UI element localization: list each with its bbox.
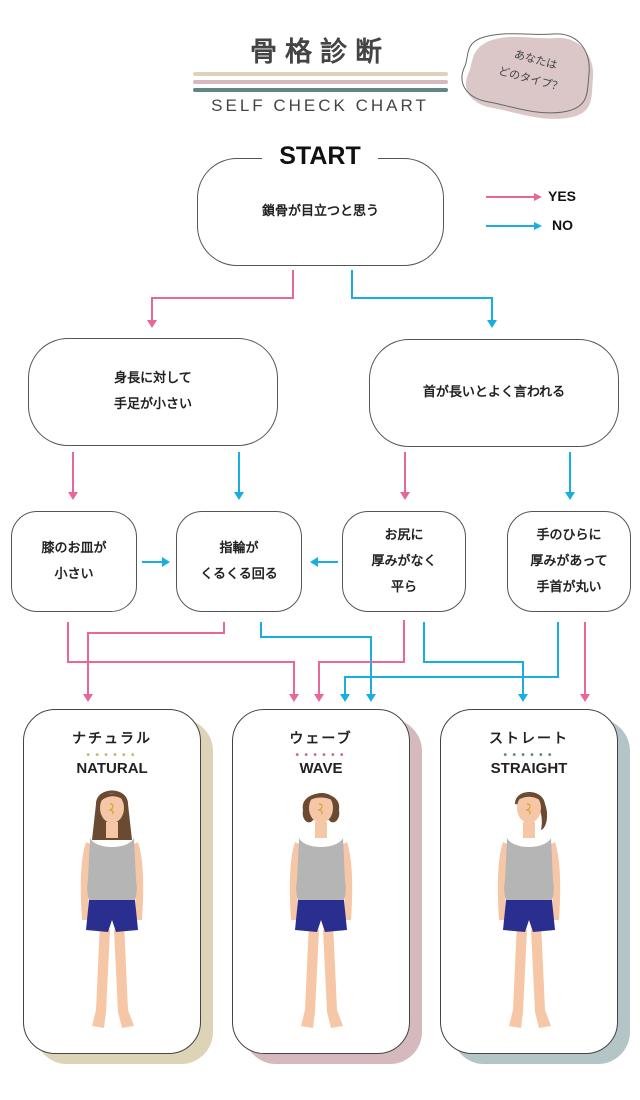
legend-no-label: NO — [552, 217, 573, 233]
question-q5: 指輪が くるくる回る — [176, 511, 302, 612]
connector-q1-no — [351, 270, 493, 320]
result-card-wave: ウェーブ ••••••WAVE — [232, 709, 410, 1054]
arrowhead — [314, 694, 324, 702]
result-name-en: WAVE — [299, 760, 343, 777]
yes-arrowhead — [534, 193, 542, 201]
question-q6-text: お尻に 厚みがなく 平ら — [371, 527, 437, 595]
question-q2-text: 身長に対して 手足が小さい — [113, 371, 192, 412]
connector-q5-no — [260, 622, 372, 694]
arrowhead — [580, 694, 590, 702]
question-q7-text: 手のひらに 厚みがあって 手首が丸い — [530, 527, 608, 595]
legend-arrows — [486, 193, 542, 230]
connector-q5-yes — [87, 622, 225, 694]
result-dots-divider: •••••• — [502, 750, 556, 761]
title-stripe-pink — [193, 80, 448, 84]
connector-q6-yes — [318, 620, 405, 694]
chart-subtitle: SELF CHECK CHART — [211, 96, 429, 115]
arrowhead — [340, 694, 350, 702]
result-name-en: NATURAL — [76, 760, 148, 777]
title-stripe-teal — [193, 88, 448, 92]
connector-q4-yes — [67, 622, 295, 694]
title-stripe-beige — [193, 72, 448, 76]
question-q3: 首が長いとよく言われる — [369, 339, 619, 447]
arrowhead — [518, 694, 528, 702]
question-q1-text: 鎖骨が目立つと思う — [261, 204, 379, 219]
arrowhead — [487, 320, 497, 328]
question-q5-text: 指輪が くるくる回る — [200, 540, 278, 582]
arrowhead — [400, 492, 410, 500]
result-name-jp: ナチュラル — [72, 731, 152, 747]
question-q3-text: 首が長いとよく言われる — [422, 385, 566, 400]
arrowhead — [565, 492, 575, 500]
woman-figure-illustration — [497, 792, 561, 1028]
connector-q6-no-down — [423, 622, 524, 694]
arrowhead — [366, 694, 376, 702]
start-label: START — [262, 142, 378, 171]
woman-figure-illustration — [80, 790, 144, 1028]
question-q6: お尻に 厚みがなく 平ら — [342, 511, 466, 612]
result-card-natural: ナチュラル ••••••NATURAL — [23, 709, 201, 1054]
question-bubble-shape — [461, 33, 594, 119]
result-name-en: STRAIGHT — [490, 760, 568, 777]
result-card-straight: ストレート ••••••STRAIGHT — [440, 709, 618, 1054]
chart-title: 骨格診断 — [250, 37, 390, 68]
result-dots-divider: •••••• — [294, 750, 348, 761]
result-dots-divider: •••••• — [85, 750, 139, 761]
connector-q7-yes — [344, 622, 559, 694]
question-q2: 身長に対して 手足が小さい — [28, 338, 278, 446]
arrowhead — [310, 557, 318, 567]
no-arrowhead — [534, 222, 542, 230]
arrowhead — [162, 557, 170, 567]
legend-yes-label: YES — [548, 188, 577, 204]
result-name-jp: ストレート — [489, 731, 569, 747]
woman-figure-illustration — [289, 793, 353, 1028]
result-name-jp: ウェーブ — [289, 731, 353, 747]
arrowhead — [234, 492, 244, 500]
question-q7: 手のひらに 厚みがあって 手首が丸い — [507, 511, 631, 612]
question-q4: 膝のお皿が 小さい — [11, 511, 137, 612]
arrowhead — [83, 694, 93, 702]
arrowhead — [289, 694, 299, 702]
connector-q1-yes — [151, 270, 294, 320]
arrowhead — [68, 492, 78, 500]
question-q4-text: 膝のお皿が 小さい — [41, 540, 107, 582]
arrowhead — [147, 320, 157, 328]
question-q1: 鎖骨が目立つと思う — [197, 158, 444, 266]
